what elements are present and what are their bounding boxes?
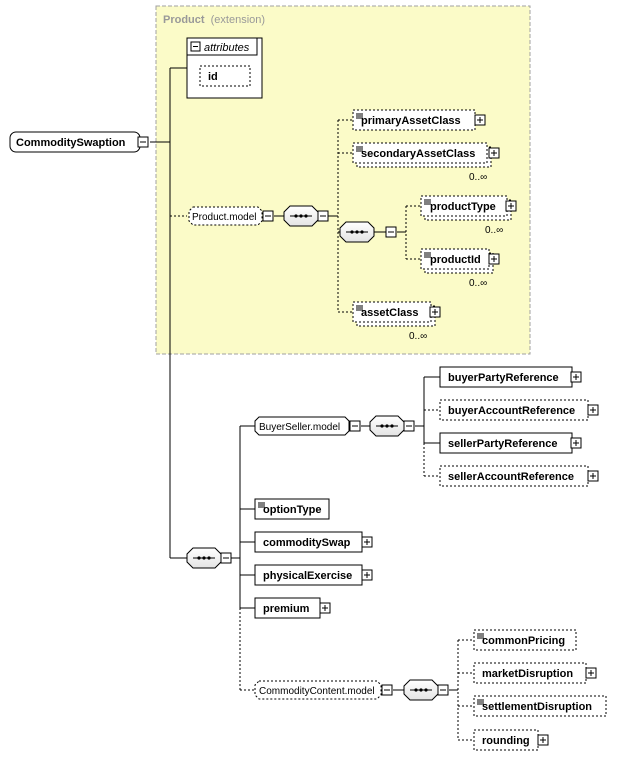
premium-element[interactable]: premium: [254, 597, 331, 619]
primary-asset-class-element[interactable]: primaryAssetClass: [352, 109, 486, 131]
attribute-id[interactable]: [199, 65, 251, 87]
expand-icon[interactable]: [570, 437, 582, 449]
connector-lines: [150, 67, 474, 741]
expand-icon[interactable]: [587, 470, 599, 482]
choice-compositor-icon[interactable]: [339, 221, 397, 243]
settlement-disruption-label: settlementDisruption: [482, 701, 592, 713]
expand-icon[interactable]: [505, 200, 517, 212]
product-model-collapse-icon[interactable]: [262, 210, 274, 222]
product-id-label: productId: [430, 254, 481, 266]
product-model-group[interactable]: Product.model: [188, 206, 274, 226]
expand-icon[interactable]: [570, 371, 582, 383]
market-disruption-label: marketDisruption: [482, 668, 573, 680]
svg-text:Product (extension): Product (extension): [163, 14, 265, 26]
secondary-asset-class-element[interactable]: secondaryAssetClass 0..∞: [352, 142, 500, 183]
asset-class-cardinality: 0..∞: [409, 331, 427, 342]
commodity-swap-label: commoditySwap: [263, 537, 351, 549]
secondary-asset-class-cardinality: 0..∞: [469, 172, 487, 183]
buyer-party-reference-label: buyerPartyReference: [448, 372, 559, 384]
expand-icon[interactable]: [587, 404, 599, 416]
asset-class-element[interactable]: assetClass 0..∞: [352, 301, 441, 342]
expand-icon[interactable]: [361, 569, 373, 581]
expand-icon[interactable]: [585, 667, 597, 679]
commodity-content-collapse-icon[interactable]: [381, 684, 393, 696]
product-id-cardinality: 0..∞: [469, 278, 487, 289]
collapse-icon[interactable]: [137, 136, 149, 148]
seller-account-reference-label: sellerAccountReference: [448, 471, 574, 483]
product-type-element[interactable]: productType 0..∞: [420, 195, 517, 236]
expand-icon[interactable]: [488, 147, 500, 159]
buyer-seller-model-group[interactable]: BuyerSeller.model: [254, 416, 361, 436]
expand-icon[interactable]: [361, 536, 373, 548]
asset-class-label: assetClass: [361, 307, 419, 319]
common-pricing-label: commonPricing: [482, 635, 565, 647]
option-type-element[interactable]: optionType: [254, 498, 330, 520]
product-id-element[interactable]: productId 0..∞: [420, 248, 500, 289]
seller-account-reference-element[interactable]: sellerAccountReference: [439, 465, 599, 487]
commodity-content-model-label: CommodityContent.model: [259, 686, 375, 697]
buyer-account-reference-element[interactable]: buyerAccountReference: [439, 399, 599, 421]
primary-asset-class-label: primaryAssetClass: [361, 115, 461, 127]
product-type-cardinality: 0..∞: [485, 225, 503, 236]
common-pricing-element[interactable]: commonPricing: [473, 629, 577, 651]
settlement-disruption-element[interactable]: settlementDisruption: [473, 695, 607, 717]
physical-exercise-label: physicalExercise: [263, 570, 352, 582]
commodity-content-model-group[interactable]: CommodityContent.model: [254, 680, 393, 700]
premium-label: premium: [263, 603, 310, 615]
attributes-collapse-icon[interactable]: [190, 41, 201, 52]
commodity-swap-element[interactable]: commoditySwap: [254, 531, 373, 553]
rounding-element[interactable]: rounding: [473, 729, 549, 751]
seller-party-reference-element[interactable]: sellerPartyReference: [439, 432, 582, 454]
secondary-asset-class-label: secondaryAssetClass: [361, 148, 475, 160]
attributes-label: attributes: [204, 42, 250, 54]
option-type-label: optionType: [263, 504, 321, 516]
main-sequence-compositor-icon[interactable]: [186, 547, 232, 569]
physical-exercise-element[interactable]: physicalExercise: [254, 564, 373, 586]
buyer-account-reference-label: buyerAccountReference: [448, 405, 575, 417]
extension-suffix: (extension): [211, 14, 265, 26]
buyer-seller-sequence-icon[interactable]: [369, 415, 415, 437]
commodity-swaption-root[interactable]: CommoditySwaption: [9, 131, 149, 153]
rounding-label: rounding: [482, 735, 530, 747]
sequence-compositor-icon[interactable]: [283, 205, 329, 227]
expand-icon[interactable]: [474, 114, 486, 126]
expand-icon[interactable]: [537, 734, 549, 746]
buyer-party-reference-element[interactable]: buyerPartyReference: [439, 366, 582, 388]
attribute-id-label: id: [208, 71, 218, 83]
buyer-seller-model-label: BuyerSeller.model: [259, 422, 340, 433]
seller-party-reference-label: sellerPartyReference: [448, 438, 557, 450]
expand-icon[interactable]: [429, 306, 441, 318]
buyer-seller-collapse-icon[interactable]: [349, 420, 361, 432]
product-model-label: Product.model: [192, 212, 256, 223]
product-type-label: productType: [430, 201, 496, 213]
expand-icon[interactable]: [488, 253, 500, 265]
extension-title: Product: [163, 14, 205, 26]
attributes-group: attributes id: [186, 37, 263, 99]
expand-icon[interactable]: [319, 602, 331, 614]
market-disruption-element[interactable]: marketDisruption: [473, 662, 597, 684]
commodity-content-sequence-icon[interactable]: [403, 679, 449, 701]
root-label: CommoditySwaption: [16, 137, 126, 149]
